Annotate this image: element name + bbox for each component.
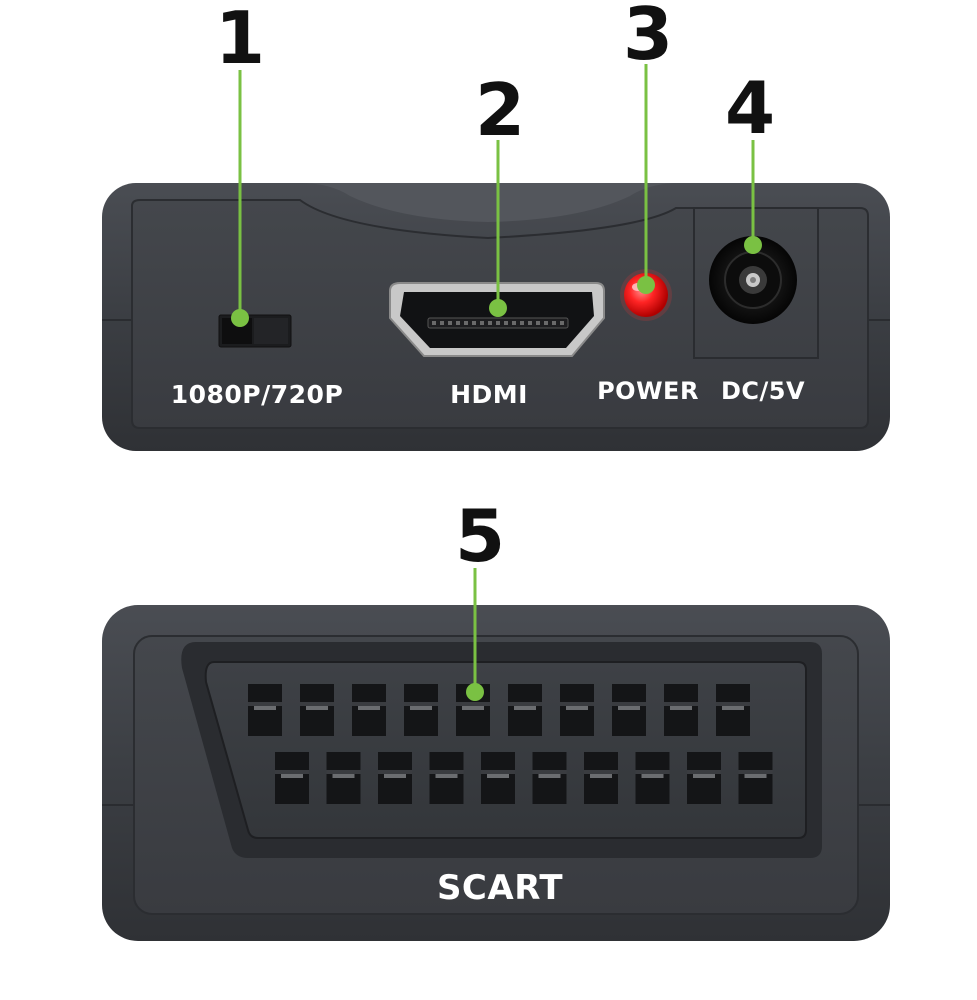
scart-pin (378, 752, 412, 804)
callout-dots (231, 236, 762, 701)
scart-pin (612, 684, 646, 736)
scart-pin (508, 684, 542, 736)
callout-dot-4 (744, 236, 762, 254)
scart-pin (352, 684, 386, 736)
scart-pin-row-bottom (275, 752, 773, 804)
dc-section-frame (693, 207, 819, 359)
scart-pin (404, 684, 438, 736)
scart-pin (664, 684, 698, 736)
scart-pin (560, 684, 594, 736)
scart-pin-row-top (248, 684, 750, 736)
scart-pin (687, 752, 721, 804)
resolution-switch-icon[interactable] (218, 314, 292, 348)
scart-pin (532, 752, 567, 804)
scart-pin (275, 752, 309, 804)
callout-dot-5 (466, 683, 484, 701)
callout-number-4: 4 (724, 66, 776, 150)
scart-pin (584, 752, 618, 804)
scart-port-icon[interactable] (181, 642, 823, 858)
callout-number-5: 5 (454, 494, 506, 578)
callout-dot-1 (231, 309, 249, 327)
hdmi-label: HDMI (450, 380, 528, 409)
dc-input-label: DC/5V (720, 377, 806, 405)
scart-label: SCART (436, 868, 564, 908)
scart-pin (635, 752, 670, 804)
bottom-panel (102, 605, 890, 941)
scart-pin (326, 752, 361, 804)
callout-lines (238, 64, 755, 692)
callout-dot-2 (489, 299, 507, 317)
dc-jack-icon[interactable] (709, 236, 797, 324)
callout-number-2: 2 (474, 68, 526, 152)
hdmi-port-icon[interactable] (389, 282, 605, 357)
callout-number-1: 1 (214, 0, 266, 80)
scart-pin (248, 684, 282, 736)
scart-pin (738, 752, 773, 804)
scart-pin (429, 752, 464, 804)
power-led-icon (620, 269, 672, 321)
top-panel (102, 183, 890, 451)
scart-pin (481, 752, 515, 804)
power-label: POWER (597, 377, 699, 405)
scart-pin (300, 684, 334, 736)
callout-dot-3 (637, 276, 655, 294)
scart-pin (716, 684, 750, 736)
top-panel-ridge (300, 183, 680, 222)
callout-number-3: 3 (622, 0, 674, 76)
resolution-switch-label: 1080P/720P (170, 380, 344, 409)
